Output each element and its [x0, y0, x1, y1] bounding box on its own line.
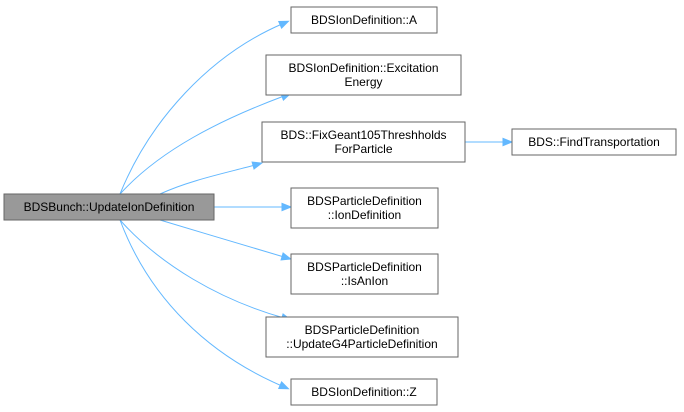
node-box	[290, 378, 438, 406]
edge-root-z	[119, 219, 290, 390]
node-label: BDS::FixGeant105Threshholds	[280, 128, 446, 142]
edge-line	[119, 219, 283, 387]
node-label: BDSBunch::UpdateIonDefinition	[24, 200, 195, 214]
node-label: Energy	[344, 75, 382, 89]
node-label: BDSParticleDefinition	[307, 194, 422, 208]
node-findtransport[interactable]: BDS::FindTransportation	[511, 128, 677, 156]
arrowhead-icon	[281, 202, 293, 212]
node-a[interactable]: BDSIonDefinition::A	[290, 6, 438, 34]
node-label: ForParticle	[334, 142, 392, 156]
edge-root-fixgeant	[159, 161, 264, 195]
node-label: ::IsAnIon	[341, 274, 388, 288]
node-label: BDSIonDefinition::Excitation	[288, 61, 438, 75]
arrowhead-icon	[277, 20, 290, 29]
node-box	[265, 54, 462, 96]
edge-line	[119, 219, 285, 319]
edge-root-a	[119, 20, 290, 195]
node-box	[290, 253, 439, 295]
edge-line	[119, 95, 285, 195]
arrowhead-icon	[251, 161, 264, 170]
nodes-layer: BDSBunch::UpdateIonDefinitionBDSIonDefin…	[3, 6, 677, 406]
edge-root-iondef	[214, 202, 293, 212]
node-label: ::IonDefinition	[328, 208, 401, 222]
node-label: ::UpdateG4ParticleDefinition	[286, 337, 437, 351]
node-box	[265, 316, 459, 358]
edge-root-updateg4	[119, 219, 293, 322]
edge-line	[119, 23, 283, 195]
node-label: BDS::FindTransportation	[528, 135, 660, 149]
edge-root-isanion	[159, 219, 293, 261]
node-label: BDSParticleDefinition	[307, 260, 422, 274]
node-label: BDSParticleDefinition	[305, 323, 420, 337]
arrowhead-icon	[277, 381, 290, 390]
node-updateg4[interactable]: BDSParticleDefinition::UpdateG4ParticleD…	[265, 316, 459, 358]
edge-line	[159, 164, 256, 195]
node-box	[3, 193, 215, 221]
node-label: BDSIonDefinition::Z	[311, 385, 416, 399]
edge-line	[159, 219, 285, 258]
node-box	[511, 128, 677, 156]
node-z[interactable]: BDSIonDefinition::Z	[290, 378, 438, 406]
node-isanion[interactable]: BDSParticleDefinition::IsAnIon	[290, 253, 439, 295]
node-box	[261, 121, 466, 163]
node-label: BDSIonDefinition::A	[311, 13, 417, 27]
edge-fixgeant-findtransport	[465, 137, 514, 147]
node-box	[290, 6, 438, 34]
node-box	[290, 187, 439, 229]
arrowhead-icon	[502, 137, 514, 147]
arrowhead-icon	[280, 252, 293, 261]
node-iondef[interactable]: BDSParticleDefinition::IonDefinition	[290, 187, 439, 229]
node-root: BDSBunch::UpdateIonDefinition	[3, 193, 215, 221]
